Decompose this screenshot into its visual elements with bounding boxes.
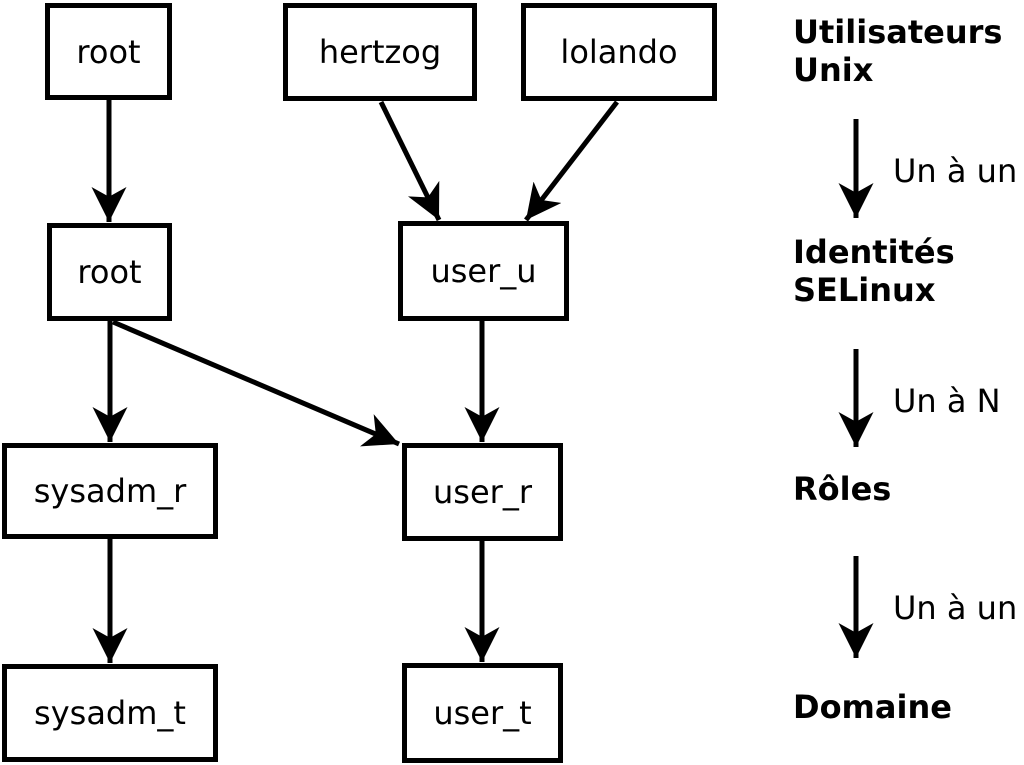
stage-line: Identités — [793, 233, 955, 271]
stage-line: Utilisateurs — [793, 13, 1003, 51]
node-label: sysadm_t — [34, 694, 186, 732]
stage-line: Rôles — [793, 470, 892, 508]
legend-stage-identites-selinux: Identités SELinux — [793, 233, 955, 309]
legend-relation-un-a-un-2: Un à un — [893, 589, 1018, 627]
node-selinux-user-u: user_u — [398, 221, 569, 321]
legend-relation-un-a-un-1: Un à un — [893, 152, 1018, 190]
edge-lolando-to-user-u — [524, 100, 619, 222]
node-label: lolando — [560, 33, 678, 71]
node-label: user_u — [430, 252, 537, 290]
node-unix-hertzog: hertzog — [283, 3, 477, 101]
node-domain-user-t: user_t — [402, 663, 563, 763]
legend-relation-un-a-n: Un à N — [893, 382, 1001, 420]
node-label: user_t — [433, 694, 532, 732]
node-label: root — [76, 32, 141, 71]
stage-line: Domaine — [793, 688, 952, 726]
node-label: root — [77, 253, 142, 291]
node-unix-lolando: lolando — [521, 3, 717, 101]
node-selinux-root: root — [47, 223, 172, 321]
node-label: sysadm_r — [33, 472, 187, 510]
legend-stage-domaine: Domaine — [793, 688, 952, 726]
edge-selinux-root-to-user-r — [112, 319, 400, 447]
legend-stage-roles: Rôles — [793, 470, 891, 508]
node-label: hertzog — [318, 33, 442, 71]
edge-hertzog-to-user-u — [378, 100, 442, 222]
node-role-user-r: user_r — [402, 443, 563, 541]
stage-line: SELinux — [793, 271, 936, 309]
legend-stage-utilisateurs-unix: Utilisateurs Unix — [793, 13, 1002, 89]
node-domain-sysadm-t: sysadm_t — [2, 664, 218, 762]
node-role-sysadm-r: sysadm_r — [2, 443, 218, 539]
node-label: user_r — [433, 473, 532, 511]
node-unix-root: root — [45, 3, 172, 100]
stage-line: Unix — [793, 51, 874, 89]
